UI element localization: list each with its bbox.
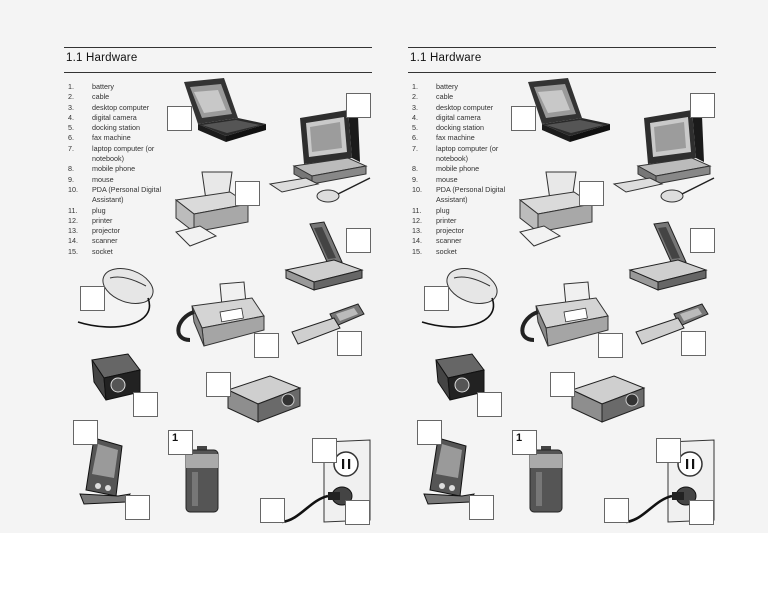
list-item: 12.printer	[412, 215, 457, 225]
worksheet-left: 1.1 Hardware 1.battery 2.cable 3.desktop…	[0, 0, 384, 594]
answer-box[interactable]	[656, 438, 681, 463]
answer-box[interactable]	[346, 228, 371, 253]
list-item: 2.cable	[412, 92, 454, 102]
cable-icon	[77, 297, 151, 328]
answer-box[interactable]	[511, 106, 536, 131]
laptop-icon	[184, 78, 266, 142]
scanner-icon	[628, 221, 708, 291]
answer-box[interactable]	[337, 331, 362, 356]
list-item: 11.plug	[68, 205, 106, 215]
desktop-computer-icon	[612, 110, 715, 203]
answer-box[interactable]	[424, 286, 449, 311]
answer-box[interactable]	[690, 228, 715, 253]
list-item: 12.printer	[68, 215, 113, 225]
laptop-icon	[528, 78, 610, 142]
battery-icon	[185, 446, 219, 513]
title-rule	[64, 72, 372, 73]
answer-box[interactable]	[598, 333, 623, 358]
fax-machine-icon	[520, 281, 609, 347]
list-item: 15.socket	[68, 246, 113, 256]
list-item: 7.laptop computer (or notebook)	[68, 143, 155, 164]
vocabulary-list: 1.battery 2.cable 3.desktop computer 4.d…	[68, 82, 164, 257]
list-item: 8.mobile phone	[68, 164, 136, 174]
list-item: 5.docking station	[68, 123, 140, 133]
answer-box[interactable]	[167, 106, 192, 131]
list-item: 15.socket	[412, 246, 457, 256]
fax-machine-icon	[176, 281, 265, 347]
answer-box[interactable]	[73, 420, 98, 445]
list-item: 10.PDA (Personal Digital Assistant)	[68, 184, 162, 205]
list-item: 1.battery	[412, 82, 458, 91]
answer-box[interactable]	[604, 498, 629, 523]
digital-camera-icon	[435, 353, 485, 401]
worksheet-right: 1.1 Hardware 1.battery 2.cable 3.desktop…	[384, 0, 768, 594]
answer-box[interactable]	[80, 286, 105, 311]
projector-icon	[570, 375, 646, 423]
answer-box[interactable]	[125, 495, 150, 520]
top-rule	[64, 47, 372, 48]
pda-icon	[423, 437, 475, 505]
list-item: 5.docking station	[412, 123, 484, 133]
answer-box[interactable]	[346, 93, 371, 118]
list-item: 13.projector	[68, 226, 120, 236]
answer-box-example[interactable]: 1	[168, 430, 193, 455]
answer-box[interactable]	[550, 372, 575, 397]
vocabulary-list: 1.battery 2.cable 3.desktop computer 4.d…	[412, 82, 508, 257]
list-item: 13.projector	[412, 226, 464, 236]
list-item: 6.fax machine	[412, 133, 475, 143]
answer-box[interactable]	[312, 438, 337, 463]
example-answer: 1	[516, 432, 523, 444]
title-rule	[408, 72, 716, 73]
list-item: 8.mobile phone	[412, 164, 480, 174]
battery-icon	[529, 446, 563, 513]
list-item: 3.desktop computer	[412, 102, 494, 112]
answer-box[interactable]	[206, 372, 231, 397]
printer-icon	[174, 171, 250, 247]
answer-box[interactable]	[345, 500, 370, 525]
answer-box[interactable]	[469, 495, 494, 520]
answer-box-example[interactable]: 1	[512, 430, 537, 455]
list-item: 9.mouse	[412, 174, 458, 184]
printer-icon	[518, 171, 594, 247]
list-item: 2.cable	[68, 92, 110, 102]
page-title: 1.1 Hardware	[66, 52, 138, 64]
mobile-phone-icon	[635, 303, 709, 345]
digital-camera-icon	[91, 353, 141, 401]
page-title: 1.1 Hardware	[410, 52, 482, 64]
list-item: 14.scanner	[68, 236, 118, 246]
list-item: 9.mouse	[68, 174, 114, 184]
answer-box[interactable]	[235, 181, 260, 206]
example-answer: 1	[172, 432, 179, 444]
top-rule	[408, 47, 716, 48]
cable-icon	[421, 297, 495, 328]
list-item: 3.desktop computer	[68, 102, 150, 112]
list-item: 14.scanner	[412, 236, 462, 246]
answer-box[interactable]	[417, 420, 442, 445]
list-item: 11.plug	[412, 205, 450, 215]
mobile-phone-icon	[291, 303, 365, 345]
list-item: 4.digital camera	[412, 112, 481, 122]
pda-icon	[79, 437, 131, 505]
scanner-icon	[284, 221, 364, 291]
list-item: 4.digital camera	[68, 112, 137, 122]
answer-box[interactable]	[681, 331, 706, 356]
answer-box[interactable]	[477, 392, 502, 417]
answer-box[interactable]	[689, 500, 714, 525]
mouse-icon	[77, 268, 154, 328]
list-item: 10.PDA (Personal Digital Assistant)	[412, 184, 506, 205]
answer-box[interactable]	[579, 181, 604, 206]
projector-icon	[226, 375, 302, 423]
answer-box[interactable]	[254, 333, 279, 358]
answer-box[interactable]	[260, 498, 285, 523]
list-item: 1.battery	[68, 82, 114, 91]
answer-box[interactable]	[133, 392, 158, 417]
mouse-icon	[421, 268, 498, 328]
list-item: 7.laptop computer (or notebook)	[412, 143, 499, 164]
desktop-computer-icon	[268, 110, 371, 203]
list-item: 6.fax machine	[68, 133, 131, 143]
answer-box[interactable]	[690, 93, 715, 118]
